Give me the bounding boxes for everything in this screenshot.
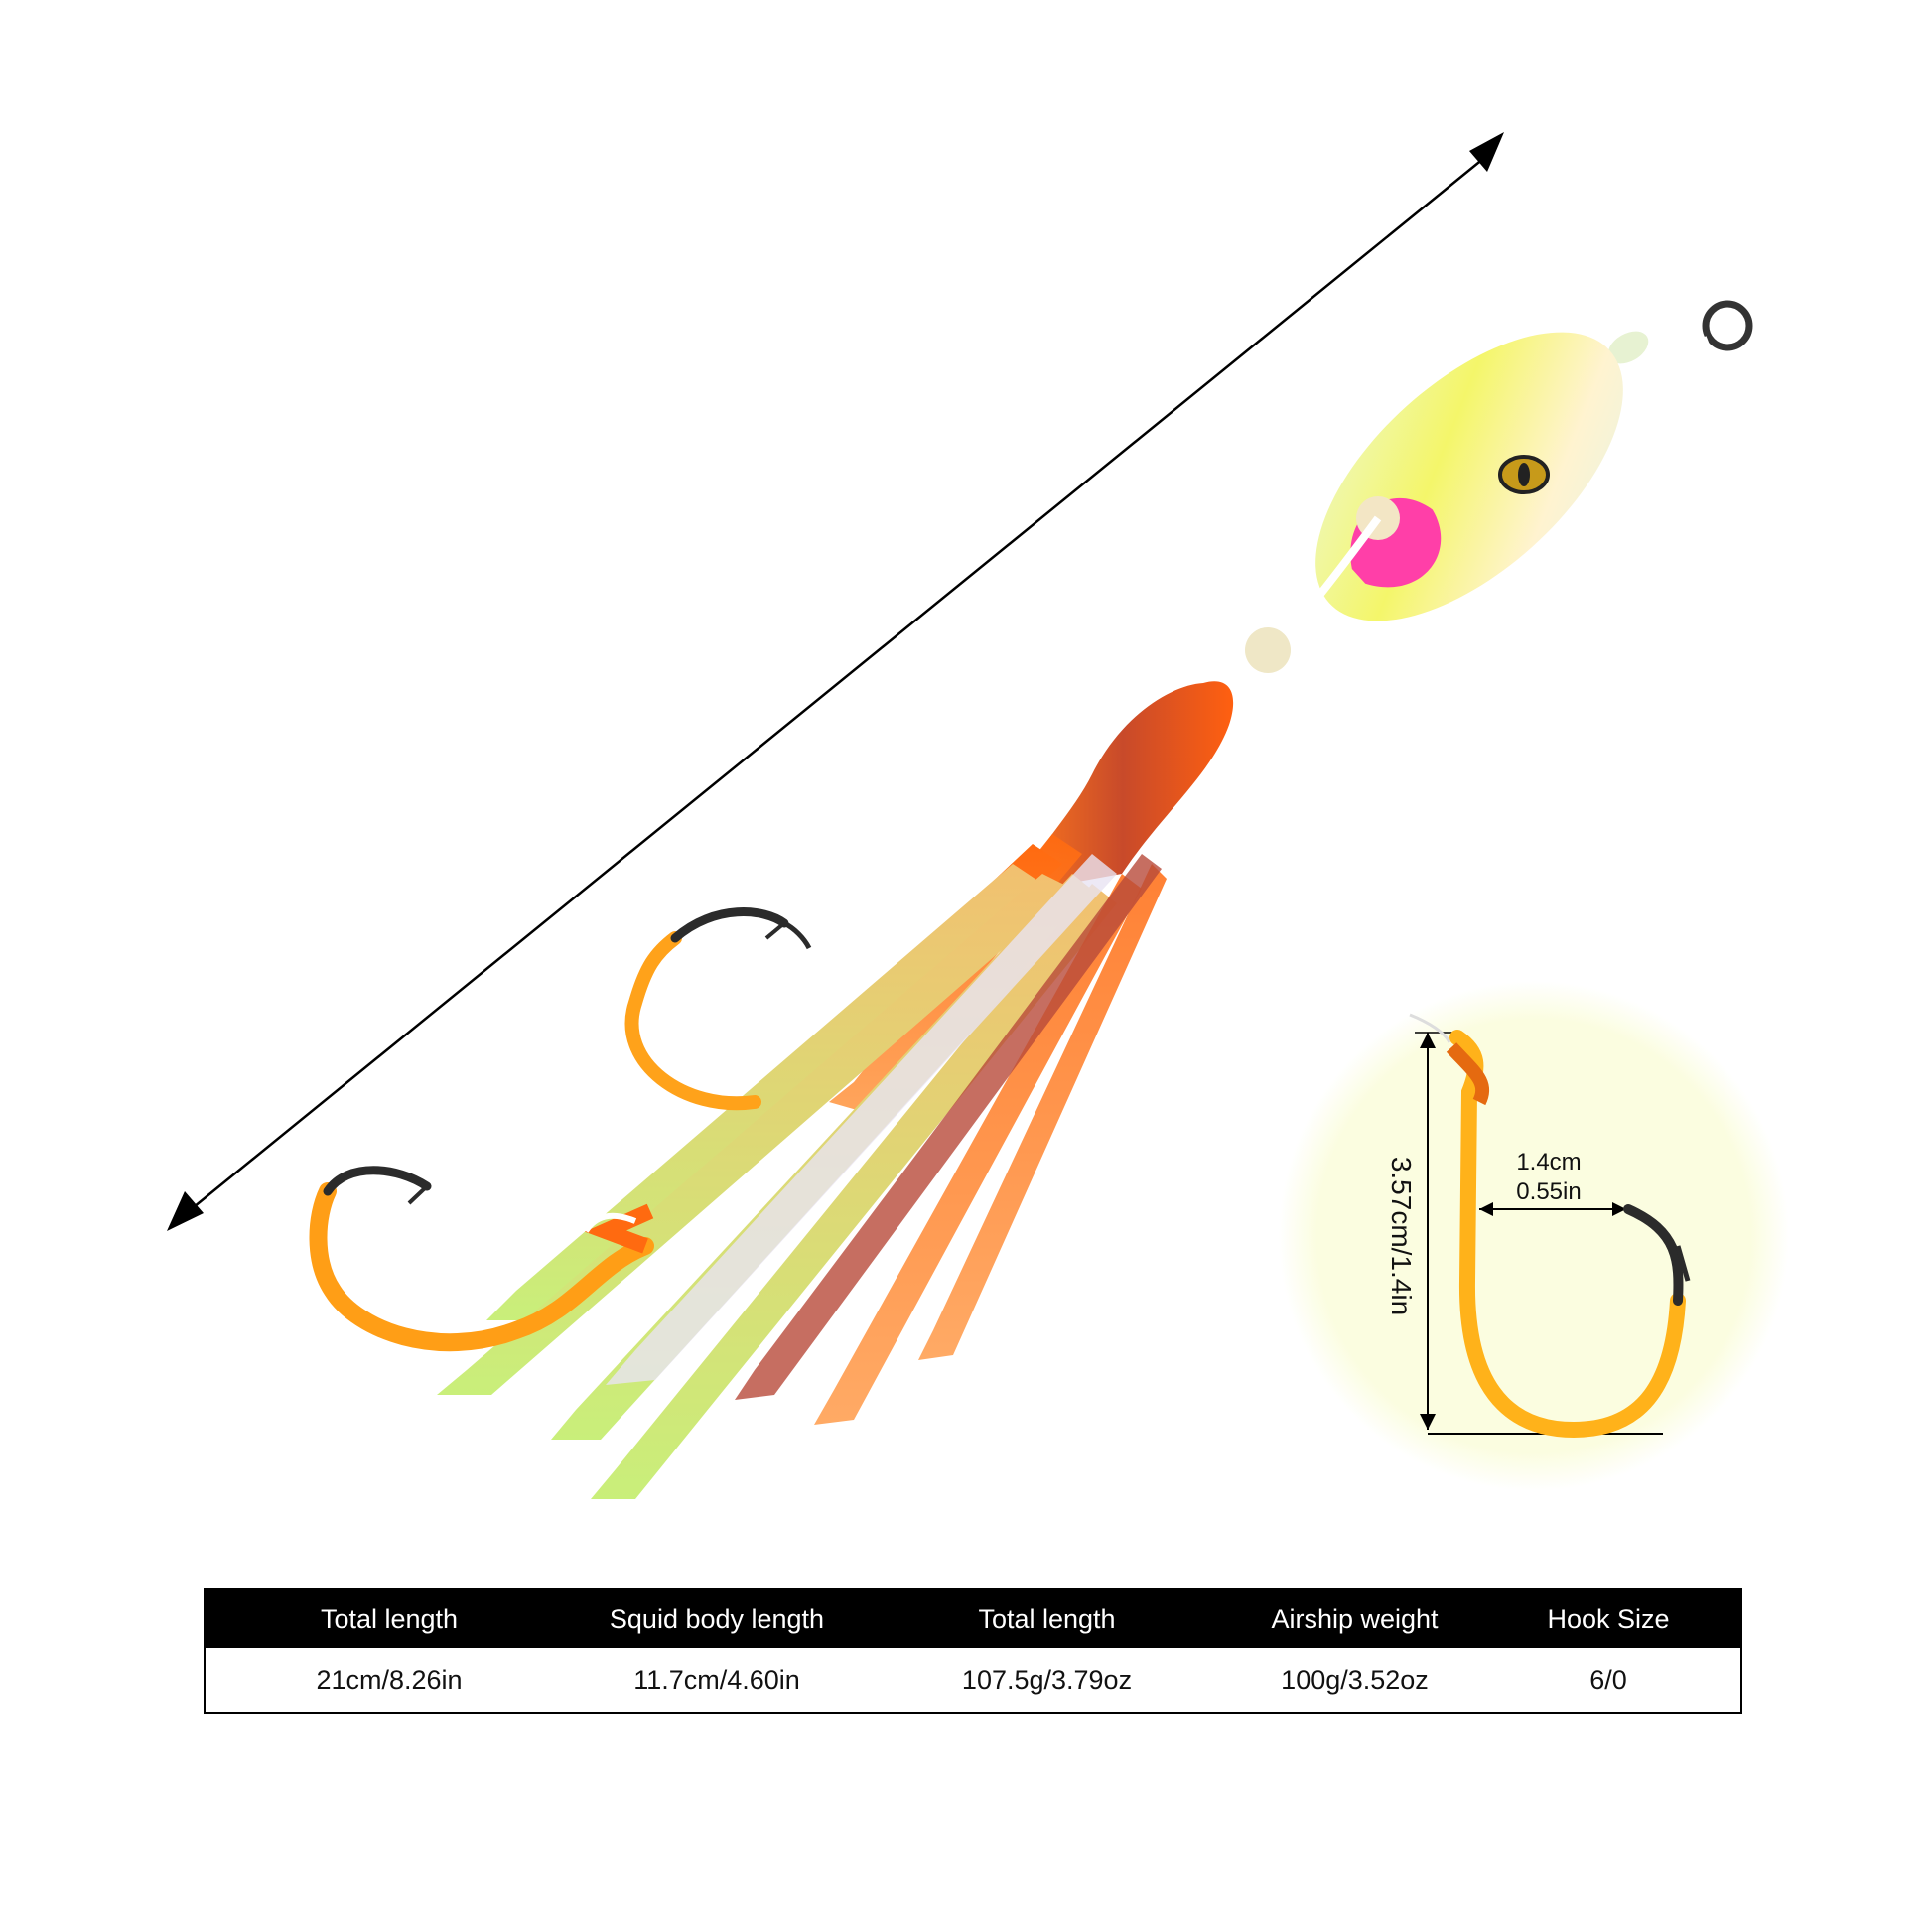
split-ring-icon	[1702, 300, 1753, 351]
hook-height-label: 3.57cm/1.4in	[1386, 1157, 1417, 1315]
fishing-hook-icon	[624, 907, 812, 1111]
header-total-length: Total length	[320, 1603, 459, 1634]
value-airship-weight: 100g/3.52oz	[1281, 1664, 1429, 1695]
hook-gap-label-cm: 1.4cm	[1516, 1149, 1581, 1175]
header-hook-size: Hook Size	[1547, 1603, 1670, 1634]
hook-size-inset	[1279, 981, 1789, 1491]
hook-gap-label-in: 0.55in	[1516, 1178, 1581, 1205]
squid-skirt	[437, 834, 1167, 1499]
value-squid-body-length: 11.7cm/4.60in	[633, 1664, 800, 1695]
fishing-hook-icon	[309, 1166, 654, 1352]
spec-table-row: 21cm/8.26in 11.7cm/4.60in 107.5g/3.79oz …	[206, 1648, 1740, 1712]
squid-lure	[309, 300, 1753, 1499]
length-dimension-arrow	[167, 132, 1504, 1231]
value-total-length: 21cm/8.26in	[316, 1664, 463, 1695]
value-total-weight: 107.5g/3.79oz	[961, 1664, 1133, 1695]
value-hook-size: 6/0	[1589, 1664, 1627, 1695]
arrow-head-icon	[167, 1191, 204, 1231]
fishing-hook-icon	[1409, 1013, 1691, 1439]
arrow-head-icon	[1469, 132, 1504, 172]
header-airship-weight: Airship weight	[1271, 1603, 1439, 1634]
header-squid-body-length: Squid body length	[609, 1603, 825, 1634]
spec-table-header: Total length Squid body length Total len…	[206, 1590, 1740, 1648]
spec-table: Total length Squid body length Total len…	[204, 1588, 1742, 1714]
header-total-weight: Total length	[978, 1603, 1116, 1634]
